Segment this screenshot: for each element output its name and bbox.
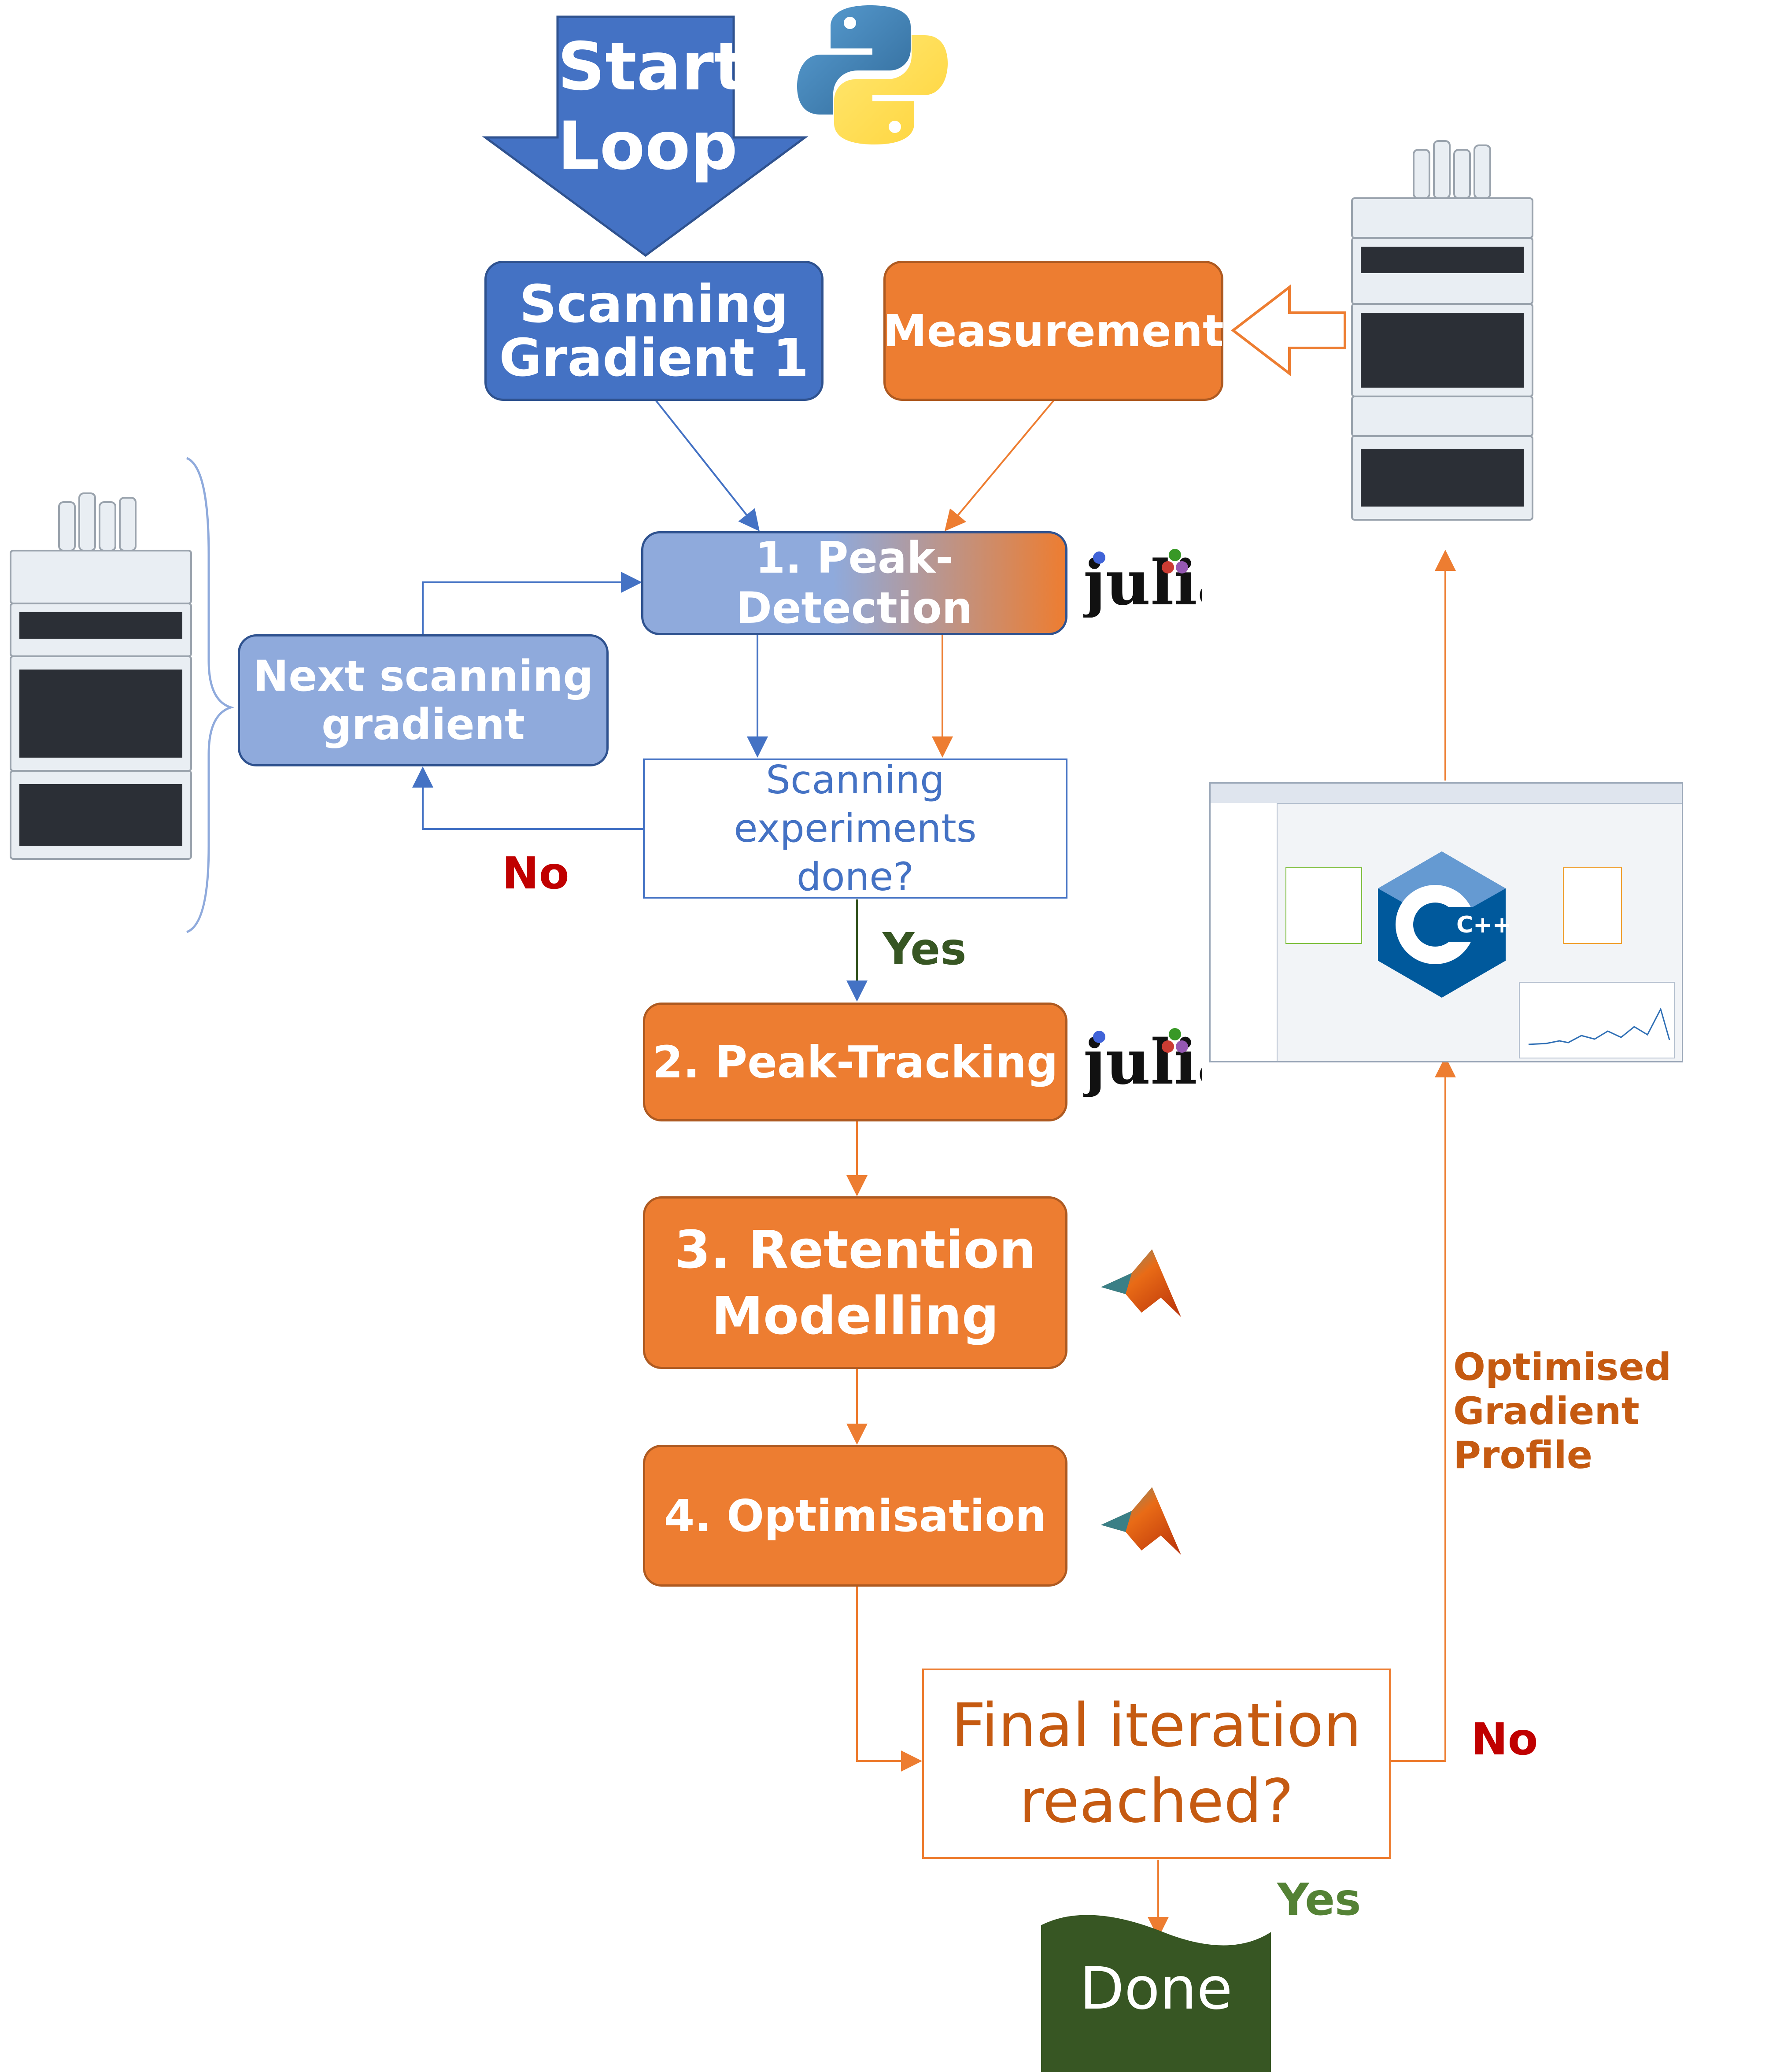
peak-tracking-text: 2. Peak-Tracking: [652, 1036, 1058, 1088]
python-logo-icon: [797, 5, 948, 144]
scanning-gradient-node: Scanning Gradient 1: [484, 261, 824, 401]
hplc-instrument-right-icon: [1351, 140, 1533, 521]
software-chart-panel: [1519, 982, 1675, 1058]
instrument-software-screenshot: C++: [1209, 782, 1683, 1062]
yes-label-final: Yes: [1277, 1874, 1361, 1925]
optimisation-node: 4. Optimisation: [643, 1445, 1067, 1587]
next-scanning-text: Next scanning gradient: [253, 651, 594, 749]
software-module-2: [1563, 867, 1622, 944]
peak-detection-text: 1. Peak-Detection: [736, 533, 973, 633]
retention-modelling-node: 3. Retention Modelling: [643, 1196, 1067, 1369]
software-sidebar: [1211, 803, 1278, 1061]
left-brace: [186, 457, 235, 933]
no-label-final: No: [1471, 1713, 1538, 1765]
scanning-done-text: Scanning experiments done?: [734, 757, 977, 899]
julia-logo-icon-2: julia: [1078, 1018, 1237, 1099]
cpp-logo-icon: C++: [1378, 851, 1510, 998]
done-text: Done: [1079, 1955, 1233, 2023]
final-iteration-text: Final iteration reached?: [951, 1691, 1362, 1836]
software-toolbar: [1211, 784, 1682, 804]
measurement-node: Measurement: [883, 261, 1224, 401]
edge-opt-to-final: [856, 1587, 922, 1772]
no-label-scanning: No: [502, 847, 569, 899]
hollow-arrow: [1231, 284, 1346, 377]
yes-label-scanning: Yes: [883, 923, 967, 975]
julia-logo-icon: julia: [1078, 538, 1237, 619]
software-module-1: [1285, 867, 1362, 944]
scanning-gradient-text: Scanning Gradient 1: [499, 274, 809, 388]
edge-measure-to-peak: [944, 400, 1054, 532]
measurement-text: Measurement: [883, 305, 1224, 357]
optimised-profile-label: Optimised Gradient Profile: [1453, 1345, 1672, 1477]
done-banner: [1041, 1915, 1271, 2072]
peak-detection-node: 1. Peak-Detection: [641, 531, 1067, 635]
edge-no-to-next: [412, 766, 643, 830]
scanning-done-decision: Scanning experiments done?: [643, 757, 1067, 899]
hplc-instrument-left-icon: [10, 492, 192, 860]
final-iteration-decision: Final iteration reached?: [922, 1669, 1391, 1859]
cpp-logo-text: C++: [1456, 912, 1510, 938]
start-loop-label: Start Loop: [558, 29, 746, 185]
matlab-logo-icon: [1101, 1249, 1181, 1317]
retention-modelling-text: 3. Retention Modelling: [674, 1219, 1036, 1346]
peak-tracking-node: 2. Peak-Tracking: [643, 1003, 1067, 1121]
edge-scan-to-peak: [655, 400, 760, 532]
matlab-logo-icon-2: [1101, 1487, 1181, 1555]
edge-final-no-to-software: [1391, 1056, 1456, 1762]
edge-next-to-peak: [422, 572, 642, 634]
optimisation-text: 4. Optimisation: [664, 1490, 1047, 1542]
start-loop-arrow: [482, 15, 809, 257]
next-scanning-node: Next scanning gradient: [238, 634, 609, 766]
